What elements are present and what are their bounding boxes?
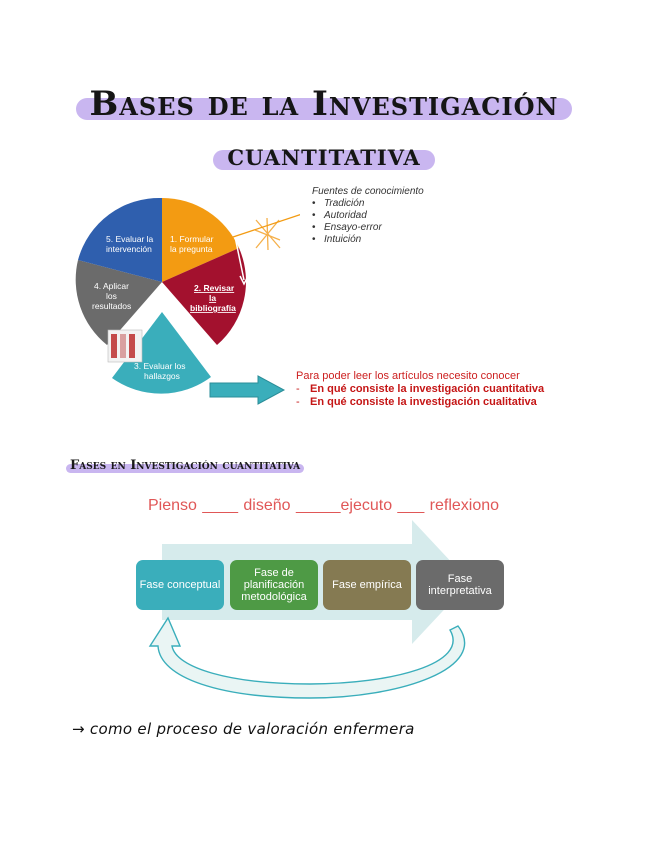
research-cycle-diagram: 1. Formular la pregunta 2. Revisar la bi… [75,197,300,394]
right-arrow-icon [209,375,286,405]
segment-formular [162,197,239,282]
phase-box-planificacion: Fase de planificación metodológica [230,560,318,610]
note-item: -En qué consiste la investigación cuanti… [296,383,545,395]
crossed-arrow-icon [229,213,300,251]
segment-label-2a: 2. Revisar [194,283,235,293]
handwritten-note: → como el proceso de valoración enfermer… [72,720,415,738]
source-item: Ensayo-error [312,222,424,234]
segment-label-4a: 4. Aplicar [94,281,129,291]
segment-evaluar-hallazgos [112,312,211,394]
page-title: Bases de la Investigación [0,84,648,124]
page-subtitle: cuantitativa [0,138,648,173]
reading-note: Para poder leer los artículos necesito c… [296,370,544,409]
arrow-head [239,275,249,286]
segment-label-3a: 3. Evaluar los [134,361,186,371]
segment-evaluar-intervencion [78,197,162,282]
segment-revisar [162,248,246,345]
note-item: -En qué consiste la investigación cualit… [296,396,537,408]
article-thumbnail-icon [107,329,143,363]
segment-label-5a: 5. Evaluar la [106,234,154,244]
segment-aplicar [75,260,162,345]
note-lead: Para poder leer los artículos necesito c… [296,370,520,382]
segment-label-5b: intervención [106,244,152,254]
source-item: Intuición [312,234,424,246]
segment-label-2c: bibliografía [190,303,236,313]
return-loop-arrow [148,616,466,699]
source-item: Autoridad [312,210,424,222]
phase-box-conceptual: Fase conceptual [136,560,224,610]
segment-label-1b: la pregunta [170,244,213,254]
segment-label-3b: hallazgos [144,371,180,381]
steps-text: Pienso ____ diseño _____ejecuto ___ refl… [148,497,500,514]
knowledge-sources: Fuentes de conocimiento Tradición Autori… [312,186,424,246]
segment-label-1a: 1. Formular [170,234,214,244]
phase-box-empirica: Fase empírica [323,560,411,610]
segment-label-2b: la [209,293,216,303]
sources-heading: Fuentes de conocimiento [312,186,424,197]
flow-arrow [233,231,245,281]
segment-label-4c: resultados [92,301,131,311]
process-flow-arrow [148,520,470,699]
source-item: Tradición [312,198,424,210]
segment-label-4b: los [106,291,117,301]
phase-box-interpretativa: Fase interpretativa [416,560,504,610]
section-heading: Fases en Investigación cuantitativa [66,458,305,473]
